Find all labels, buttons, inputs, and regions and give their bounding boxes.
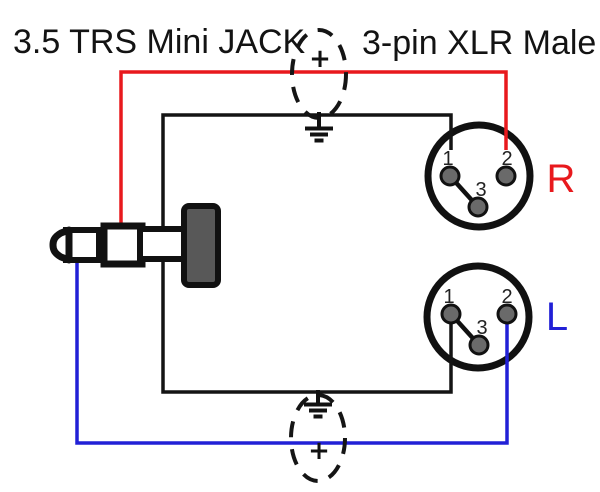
trs-jack-plug: [49, 203, 221, 288]
cable-pair-ellipse-bottom: [289, 393, 347, 483]
title-trs-jack: 3.5 TRS Mini JACK: [13, 23, 306, 61]
pin-label-2: 2: [501, 286, 512, 308]
title-xlr-male: 3-pin XLR Male: [362, 24, 596, 62]
xlr-pin-2: [495, 165, 517, 187]
plus-polarity-top: +: [309, 44, 331, 74]
jack-tip: [49, 226, 73, 264]
earth-ground-symbol-top: [305, 112, 333, 143]
plus-polarity-bottom: +: [308, 436, 330, 466]
jack-ring-contact: [100, 222, 146, 268]
right-channel-wire: [119, 70, 508, 230]
xlr-connector-right: 1 2 3: [439, 148, 517, 218]
xlr-pin-3: [467, 196, 489, 218]
pin-label-3: 3: [476, 317, 487, 339]
earth-ground-symbol-bottom: [304, 390, 332, 419]
jack-body: [181, 203, 221, 288]
pin-label-1: 1: [443, 286, 454, 308]
xlr-connector-left: 1 2 3: [440, 286, 518, 356]
xlr-shell-right: [424, 121, 534, 231]
xlr-pin-2: [496, 303, 518, 325]
xlr-pin-3: [468, 334, 490, 356]
pin-label-2: 2: [501, 148, 512, 170]
left-channel-wire: [75, 258, 509, 445]
xlr-pin-1: [440, 303, 462, 325]
channel-label-left: L: [546, 295, 568, 339]
xlr-pin-1: [439, 165, 461, 187]
pin-label-1: 1: [442, 148, 453, 170]
pin-label-3: 3: [475, 179, 486, 201]
channel-label-right: R: [547, 157, 576, 201]
